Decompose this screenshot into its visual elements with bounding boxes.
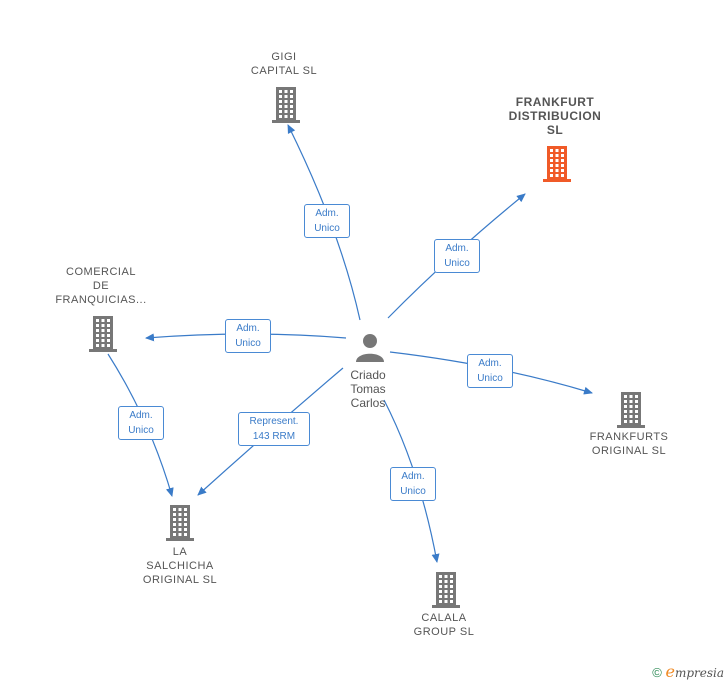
edge-label: Adm. Unico [225, 319, 271, 353]
building-icon[interactable] [615, 389, 647, 429]
edge-label: Adm. Unico [118, 406, 164, 440]
building-icon[interactable] [541, 143, 573, 183]
edge-label: Adm. Unico [304, 204, 350, 238]
edge-label: Adm. Unico [467, 354, 513, 388]
person-icon[interactable] [355, 332, 385, 362]
brand-logo: empresia [665, 662, 724, 681]
company-name: GIGI CAPITAL SL [250, 51, 318, 77]
company-name: CALALA GROUP SL [413, 612, 475, 638]
company-name: LA SALCHICHA ORIGINAL SL [142, 546, 218, 586]
company-name: FRANKFURT DISTRIBUCION SL [508, 95, 602, 137]
edge-label: Adm. Unico [434, 239, 480, 273]
company-name: COMERCIAL DE FRANQUICIAS... [55, 266, 147, 306]
person-name[interactable]: Criado Tomas Carlos [350, 368, 386, 410]
building-icon[interactable] [164, 502, 196, 542]
building-icon[interactable] [270, 84, 302, 124]
copyright-icon: © [652, 665, 662, 680]
edge-label: Represent. 143 RRM [238, 412, 310, 446]
building-icon[interactable] [430, 569, 462, 609]
building-icon[interactable] [87, 313, 119, 353]
footer-brand[interactable]: © empresia [652, 662, 724, 681]
company-name: FRANKFURTS ORIGINAL SL [589, 431, 669, 457]
edge-label: Adm. Unico [390, 467, 436, 501]
